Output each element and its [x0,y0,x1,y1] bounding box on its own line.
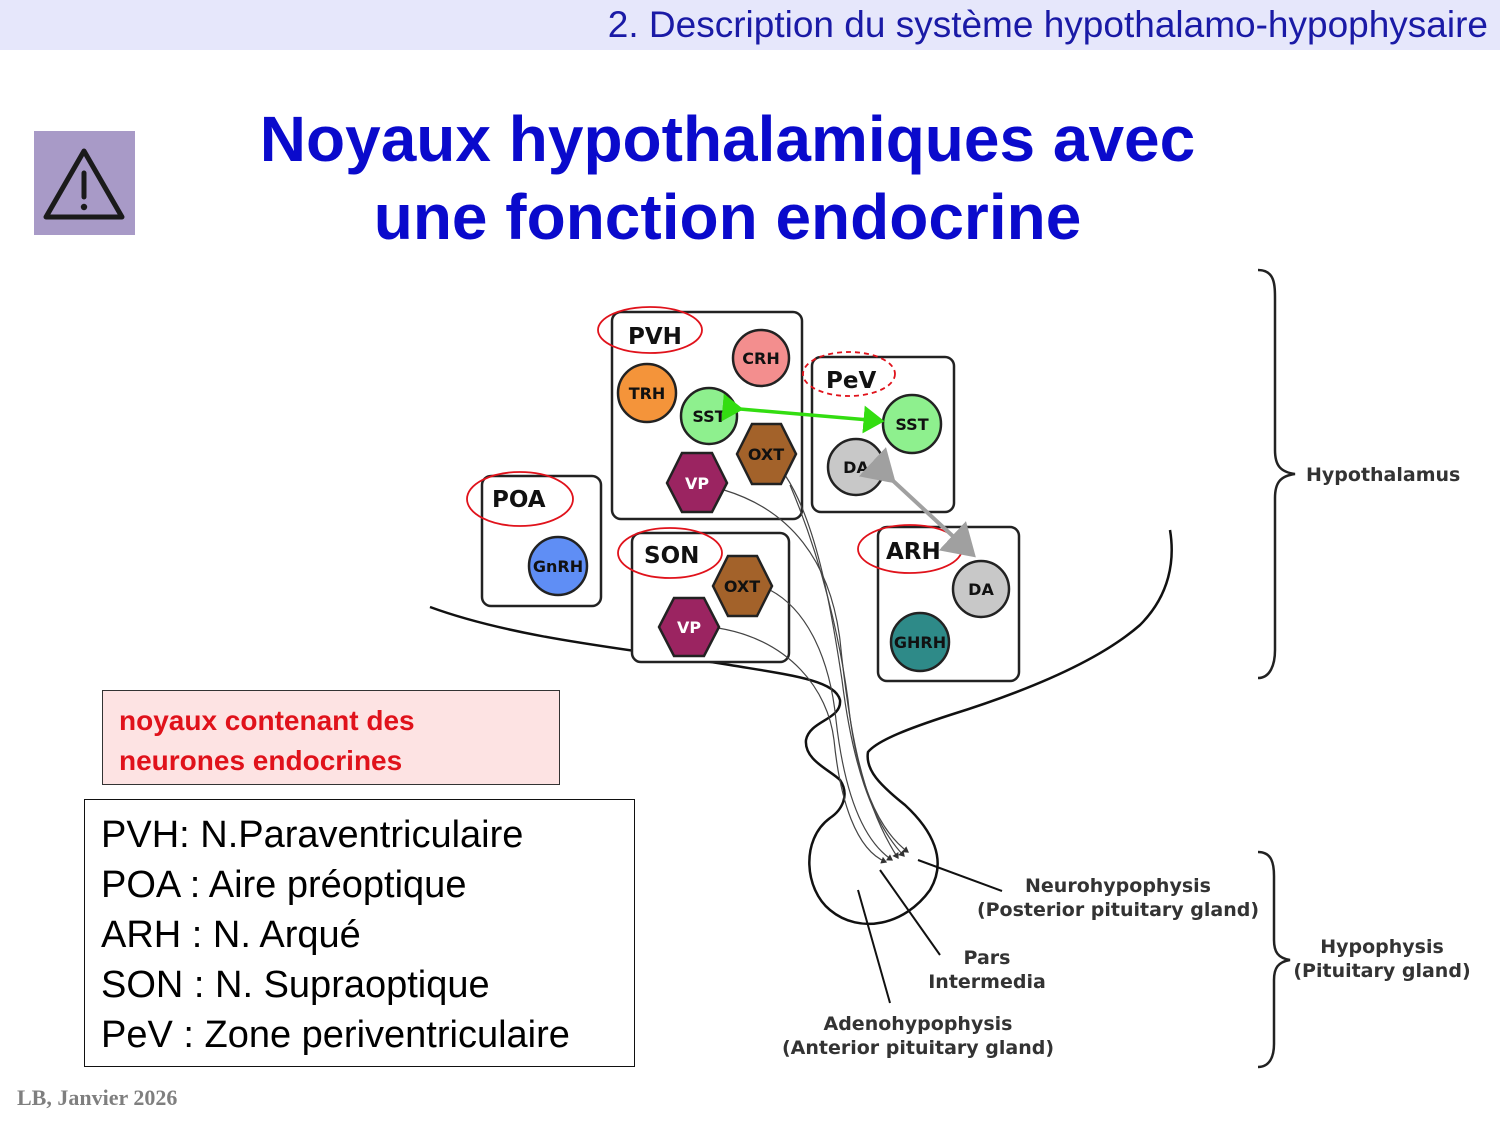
endocrine-note-box: noyaux contenant des neurones endocrines [102,690,560,785]
hypothalamus-outline [429,529,1173,925]
legend-item: PVH: N.Paraventriculaire [101,814,524,856]
adeno-label-line1: Adenohypophysis [824,1013,1013,1035]
note-line2: neurones endocrines [119,745,403,776]
pvh-trh-label: TRH [629,384,666,403]
arh-da-label: DA [968,580,994,599]
pvh-trh-cell [616,362,678,424]
son-label: SON [644,543,699,569]
arh-label: ARH [886,539,941,565]
axon-tract [717,627,888,864]
son-highlight [617,527,723,579]
axon-tract [769,589,893,861]
hypothalamus-brace [1257,268,1296,680]
pev-sst-label: SST [895,415,928,434]
warning-triangle-icon [43,148,125,220]
pvh-vp-label: VP [685,474,709,493]
poa-gnrh-label: GnRH [533,557,583,576]
pvh-highlight [597,306,703,354]
poa-label: POA [492,487,546,513]
slide-title-line1: Noyaux hypothalamiques avec [259,103,1196,175]
pars-pointer [879,869,941,956]
abbreviation-legend: PVH: N.Paraventriculaire POA : Aire préo… [84,799,635,1067]
pars-label-line2: Intermedia [928,971,1046,993]
pvh-oxt-label: OXT [748,445,784,464]
sst-link-arrow [721,393,885,434]
pvh-crh-cell [731,328,791,388]
neuro-label-line1: Neurohypophysis [1025,875,1211,897]
neuro-label-line2: (Posterior pituitary gland) [977,899,1259,921]
hypophysis-label-line1: Hypophysis [1320,936,1444,958]
warning-box [34,131,135,235]
da-link-arrow [858,447,976,558]
axon-tract [784,474,905,857]
pvh-crh-label: CRH [742,349,779,368]
son-vp-cell [657,596,721,658]
section-title: 2. Description du système hypothalamo-hy… [607,4,1488,45]
hypothalamus-label: Hypothalamus [1306,464,1460,486]
legend-item: PeV : Zone periventriculaire [101,1014,570,1056]
pvh-vp-cell [665,451,729,514]
adeno-pointer [857,889,891,1004]
pev-label: PeV [826,368,876,394]
arh-ghrh-label: GHRH [894,633,946,652]
footer-author-date: LB, Janvier 2026 [17,1085,178,1110]
poa-gnrh-cell [527,535,589,597]
adeno-label-line2: (Anterior pituitary gland) [782,1037,1054,1059]
pev-da-label: DA [843,458,869,477]
neuro-pointer [917,859,1003,892]
legend-item: ARH : N. Arqué [101,914,361,956]
hypophysis-label-line2: (Pituitary gland) [1293,960,1470,982]
pvh-sst-label: SST [692,407,725,426]
note-line1: noyaux contenant des [119,705,415,736]
header-band [0,0,1500,50]
pars-label-line1: Pars [964,947,1011,969]
son-oxt-cell [711,554,774,618]
slide-title: Noyaux hypothalamiques avec une fonction… [210,100,1245,256]
poa-highlight [466,471,574,527]
legend-item: POA : Aire préoptique [101,864,467,906]
son-oxt-label: OXT [724,577,760,596]
arh-da-cell [951,559,1011,619]
arh-ghrh-cell [889,611,951,673]
pvh-label: PVH [628,324,682,350]
hypophysis-brace [1257,850,1291,1069]
legend-item: SON : N. Supraoptique [101,964,490,1006]
axon-tract [789,484,909,853]
son-vp-label: VP [677,618,701,637]
slide-title-line2: une fonction endocrine [373,181,1082,253]
